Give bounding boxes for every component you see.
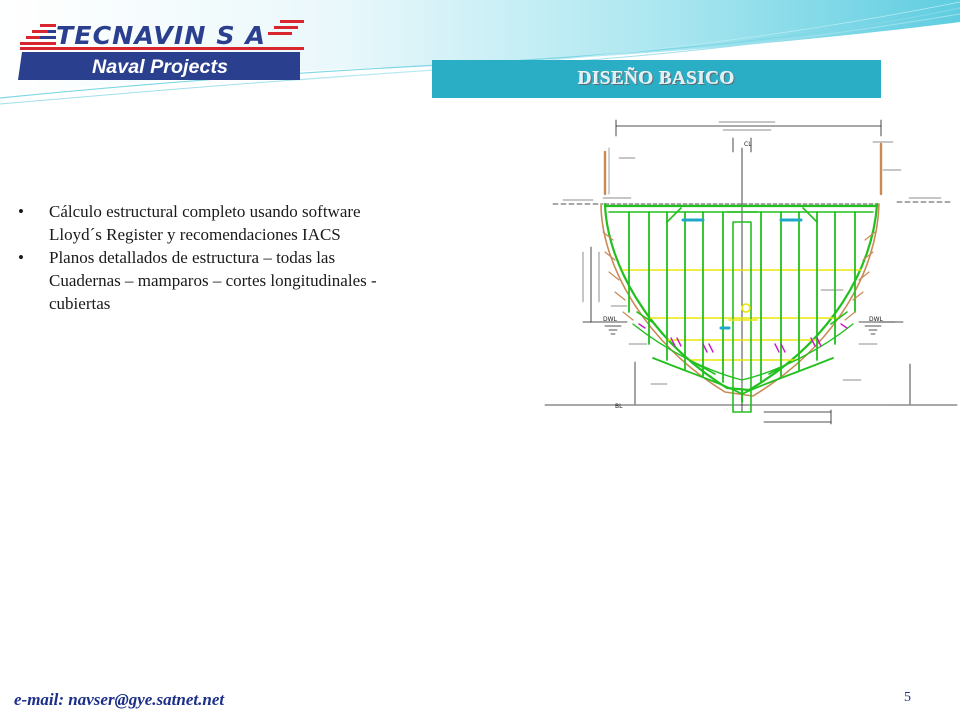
page-number: 5: [904, 690, 911, 705]
centerline-label: CL: [744, 141, 752, 148]
bullet-icon: •: [18, 248, 24, 267]
list-item: • Cálculo estructural completo usando sof…: [18, 200, 398, 246]
page-title: DISEÑO BASICO: [578, 68, 735, 89]
logo-company-name: TECNAVIN S A: [56, 21, 266, 50]
waterline-label-left: DWL: [603, 316, 618, 323]
company-logo: TECNAVIN S A Naval Projects: [18, 20, 304, 80]
bullet-icon: •: [18, 202, 24, 221]
tween-decks: [622, 269, 862, 361]
hull-shell: [603, 202, 879, 392]
baseline-label: BL: [615, 403, 623, 410]
footer-email[interactable]: e-mail: navser@gye.satnet.net: [14, 690, 225, 709]
hull-outer: [600, 203, 880, 397]
waterline-label-right: DWL: [869, 316, 884, 323]
bullet-list: • Cálculo estructural completo usando sof…: [18, 200, 398, 315]
bullet-text: Planos detallados de estructura – todas …: [49, 248, 377, 313]
list-item: • Planos detallados de estructura – todas…: [18, 246, 398, 315]
logo-tagline: Naval Projects: [92, 57, 228, 78]
bullet-text: Cálculo estructural completo usando soft…: [49, 202, 361, 244]
title-bar: DISEÑO BASICO: [432, 60, 881, 98]
midship-section-drawing: BL CL DWL DWL: [544, 119, 958, 425]
vertical-frames: [628, 211, 856, 383]
logo-speed-lines: [20, 24, 56, 45]
